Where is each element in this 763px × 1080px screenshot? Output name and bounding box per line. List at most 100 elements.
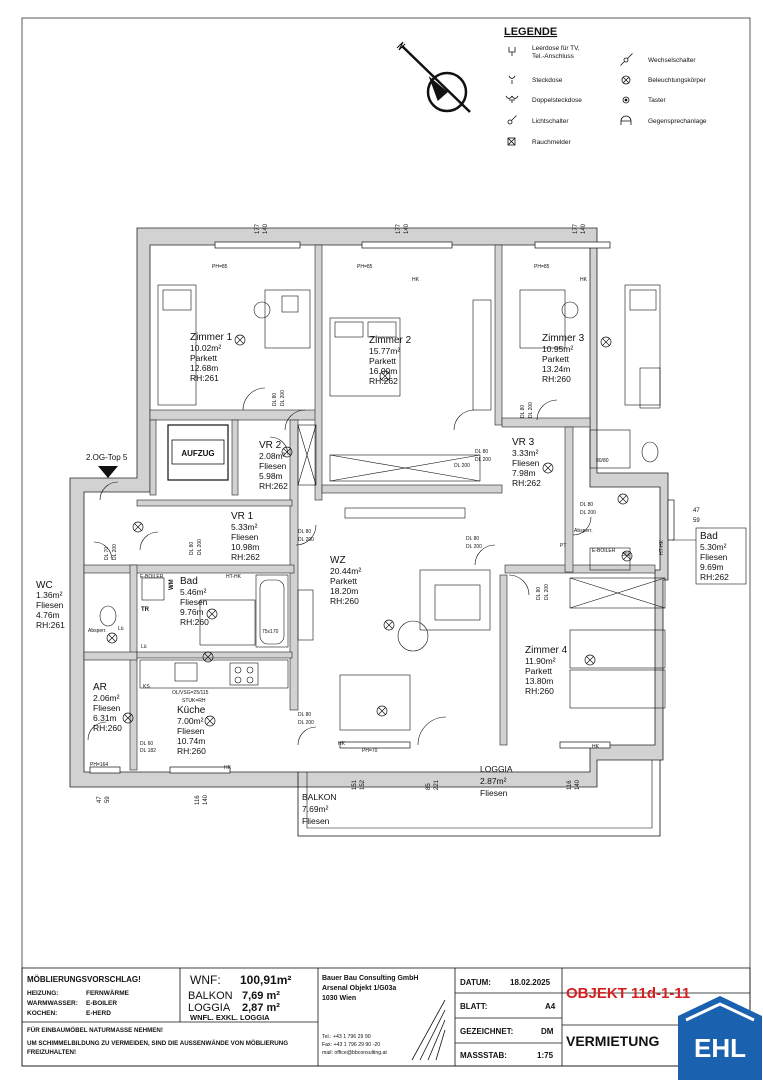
svg-text:DL 80: DL 80: [475, 449, 488, 455]
svg-text:10.02m²: 10.02m²: [190, 343, 221, 353]
push-button-icon: [622, 96, 630, 104]
balkon-value: 7,69 m²: [242, 990, 280, 1002]
hk-label-2: HK: [580, 277, 588, 283]
light-fixture-icon: [383, 619, 395, 631]
room-zimmer1: Zimmer 1 10.02m² Parkett 12.68m RH:261: [190, 332, 233, 383]
light-fixture-icon: [584, 654, 596, 666]
room-vr2: VR 2 2.08m² Fliesen 5.98m RH:262: [259, 440, 288, 491]
hk-label-3: HK: [592, 744, 600, 750]
svg-text:Fliesen: Fliesen: [93, 703, 121, 713]
svg-text:Bad: Bad: [180, 576, 198, 587]
svg-text:BLATT:: BLATT:: [460, 1002, 487, 1011]
svg-text:DL 200: DL 200: [197, 539, 203, 555]
legend-light-fixture: Beleuchtungskörper: [648, 77, 707, 84]
legend-light-switch: Lichtschalter: [532, 118, 569, 125]
svg-text:5.30m²: 5.30m²: [700, 542, 727, 552]
svg-text:DL 80: DL 80: [520, 405, 526, 418]
light-fixture-icon: [204, 715, 216, 727]
legend-push-button: Taster: [648, 97, 667, 104]
svg-text:Fliesen: Fliesen: [36, 600, 64, 610]
svg-text:DL 200: DL 200: [298, 537, 314, 543]
svg-text:16.00m: 16.00m: [369, 366, 397, 376]
company-name: Bauer Bau Consulting GmbH: [322, 975, 418, 982]
win-dim-3a: 177: [573, 223, 579, 234]
svg-text:RH:260: RH:260: [330, 596, 359, 606]
svg-text:DL 200: DL 200: [544, 584, 550, 600]
win-dim-3b: 140: [581, 223, 587, 234]
loggia-label: LOGGIA: [188, 1002, 231, 1014]
room-zimmer4: Zimmer 4 11.90m² Parkett 13.80m RH:260: [525, 645, 568, 696]
svg-text:Parkett: Parkett: [525, 666, 553, 676]
svg-text:E-BOILER: E-BOILER: [86, 1000, 117, 1007]
ht-hk-label-1: HT-HK: [226, 574, 242, 580]
win-dim-6b: 140: [575, 779, 581, 790]
room-ar: AR 2.06m² Fliesen 6.31m RH:260: [93, 682, 122, 733]
svg-text:13.24m: 13.24m: [542, 364, 570, 374]
svg-text:KOCHEN:: KOCHEN:: [27, 1010, 57, 1017]
legend-socket: Steckdose: [532, 77, 563, 84]
svg-text:Fliesen: Fliesen: [231, 532, 259, 542]
svg-text:12.68m: 12.68m: [190, 363, 218, 373]
svg-text:9.76m: 9.76m: [180, 607, 204, 617]
svg-text:7.69m²: 7.69m²: [302, 804, 329, 814]
svg-text:FÜR EINBAUMÖBEL NATURMASSE NEH: FÜR EINBAUMÖBEL NATURMASSE NEHMEN!: [27, 1027, 163, 1034]
svg-text:Fliesen: Fliesen: [180, 597, 208, 607]
svg-text:Fliesen: Fliesen: [512, 458, 540, 468]
svg-text:BALKON: BALKON: [302, 792, 337, 802]
win-dim-7b: 140: [203, 794, 209, 805]
svg-text:DL 70: DL 70: [104, 547, 110, 560]
win-dim-1a: 177: [255, 223, 261, 234]
pt-label: PT: [560, 543, 566, 549]
svg-text:mail: office@bbconsulting.at: mail: office@bbconsulting.at: [322, 1050, 387, 1056]
svg-text:Fliesen: Fliesen: [259, 461, 287, 471]
moeblierung-note: MÖBLIERUNGSVORSCHLAG!: [27, 975, 141, 984]
svg-text:2.08m²: 2.08m²: [259, 451, 286, 461]
room-loggia: LOGGIA 2.87m² Fliesen: [480, 764, 513, 798]
svg-text:Parkett: Parkett: [330, 576, 358, 586]
svg-text:AR: AR: [93, 682, 107, 693]
svg-text:RH:262: RH:262: [231, 552, 260, 562]
doors: [87, 387, 592, 746]
svg-text:DATUM:: DATUM:: [460, 978, 491, 987]
building-walls: AUFZUG: [69, 227, 669, 788]
svg-text:Tel.: +43 1 796 29 90: Tel.: +43 1 796 29 90: [322, 1034, 371, 1040]
win-dim-5b: 221: [434, 779, 440, 790]
ht-hk-label-2: HT-HK: [659, 539, 665, 555]
eboiler-label-2: E-BOILER: [592, 548, 616, 554]
entry-arrow-icon: [98, 466, 118, 478]
wnf-note: WNFL. EXKL. LOGGIA: [190, 1013, 270, 1022]
svg-text:5.46m²: 5.46m²: [180, 587, 207, 597]
svg-text:11.90m²: 11.90m²: [525, 656, 556, 666]
socket-icon: [508, 75, 516, 84]
svg-text:Zimmer 1: Zimmer 1: [190, 332, 233, 343]
loggia-value: 2,87 m²: [242, 1002, 280, 1014]
svg-text:WZ: WZ: [330, 555, 346, 566]
svg-text:Zimmer 3: Zimmer 3: [542, 333, 585, 344]
svg-text:9.69m: 9.69m: [700, 562, 724, 572]
windows: [89, 241, 675, 774]
svg-text:DL 80: DL 80: [466, 536, 479, 542]
light-fixture-icon: [542, 462, 554, 474]
svg-text:4.76m: 4.76m: [36, 610, 60, 620]
svg-text:RH:262: RH:262: [259, 481, 288, 491]
win-dim-1b: 140: [263, 223, 269, 234]
svg-text:Fliesen: Fliesen: [177, 726, 205, 736]
ph85-3: PH=85: [534, 264, 550, 270]
svg-text:7.00m²: 7.00m²: [177, 716, 204, 726]
legend-tv-line1: Leerdose für TV,: [532, 45, 580, 52]
legend: LEGENDE Leerdose für TV, Tel.-Anschluss …: [504, 26, 707, 146]
svg-text:DL 200: DL 200: [580, 510, 596, 516]
svg-text:DL 200: DL 200: [475, 457, 491, 463]
room-zimmer2: Zimmer 2 15.77m² Parkett 16.00m RH:262: [369, 335, 412, 386]
svg-text:RH:260: RH:260: [542, 374, 571, 384]
legend-title: LEGENDE: [504, 26, 557, 38]
light-fixture-icon: [621, 75, 631, 85]
svg-text:Parkett: Parkett: [542, 354, 570, 364]
room-zimmer3: Zimmer 3 10.95m² Parkett 13.24m RH:260: [542, 333, 585, 384]
svg-text:GEZEICHNET:: GEZEICHNET:: [460, 1027, 513, 1036]
win-dim-9a: 47: [97, 796, 103, 803]
win-dim-7a: 116: [195, 795, 201, 805]
svg-text:Fliesen: Fliesen: [480, 788, 508, 798]
svg-text:RH:262: RH:262: [512, 478, 541, 488]
room-kueche: Küche 7.00m² Fliesen 10.74m RH:260: [177, 705, 206, 756]
